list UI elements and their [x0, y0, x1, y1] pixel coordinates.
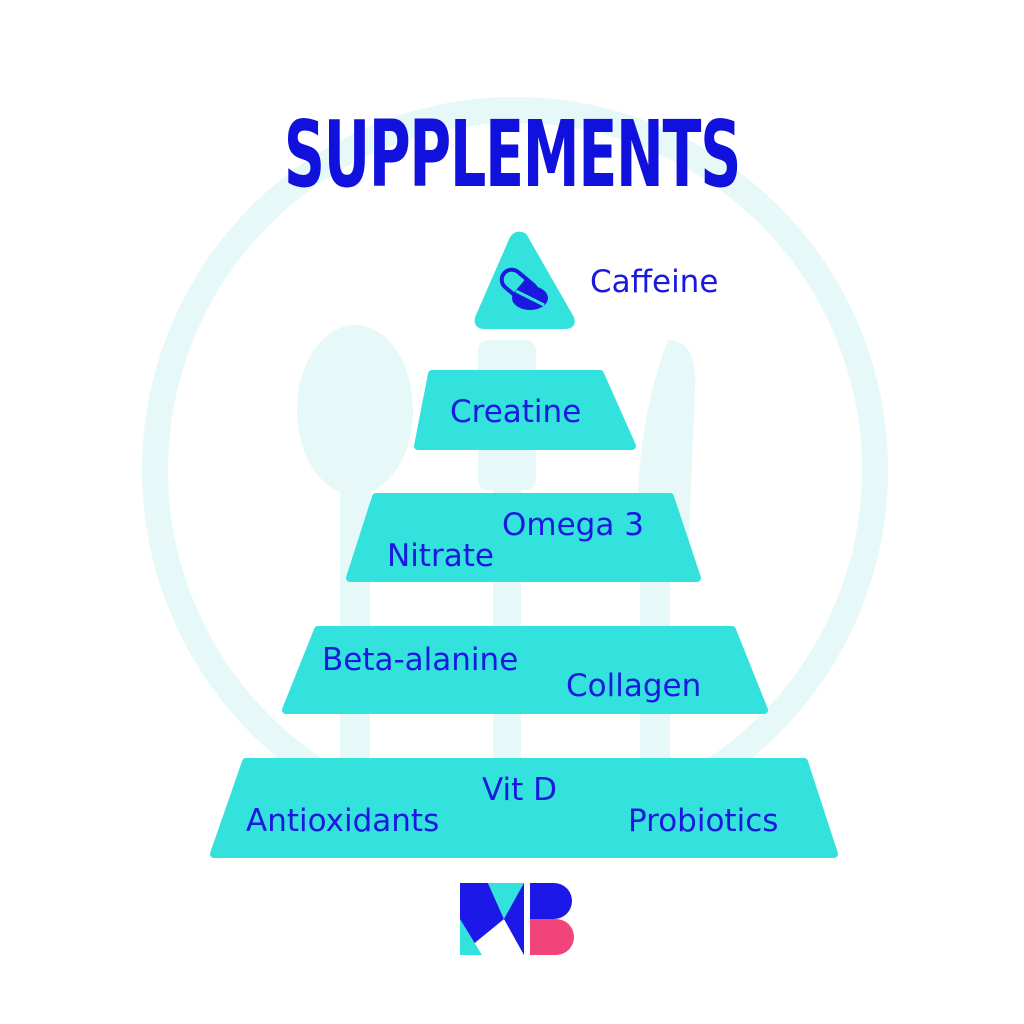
- label-omega-3: Omega 3: [502, 507, 644, 543]
- pyramid-tier-3: [346, 493, 701, 582]
- label-collagen: Collagen: [566, 668, 702, 704]
- pyramid-tier-2: [414, 370, 636, 450]
- mb-logo: [460, 883, 574, 955]
- label-antioxidants: Antioxidants: [246, 803, 440, 839]
- page-title: SUPPLEMENTS: [283, 101, 741, 208]
- label-beta-alanine: Beta-alanine: [322, 642, 519, 678]
- pill-capsule-icon: [499, 267, 548, 310]
- label-nitrate: Nitrate: [387, 538, 494, 574]
- label-probiotics: Probiotics: [628, 803, 779, 839]
- pyramid-tier-5: [210, 758, 838, 858]
- label-vit-d: Vit D: [482, 772, 558, 808]
- label-creatine: Creatine: [450, 394, 582, 430]
- label-caffeine: Caffeine: [590, 264, 719, 300]
- pyramid-tier-4: [282, 626, 768, 714]
